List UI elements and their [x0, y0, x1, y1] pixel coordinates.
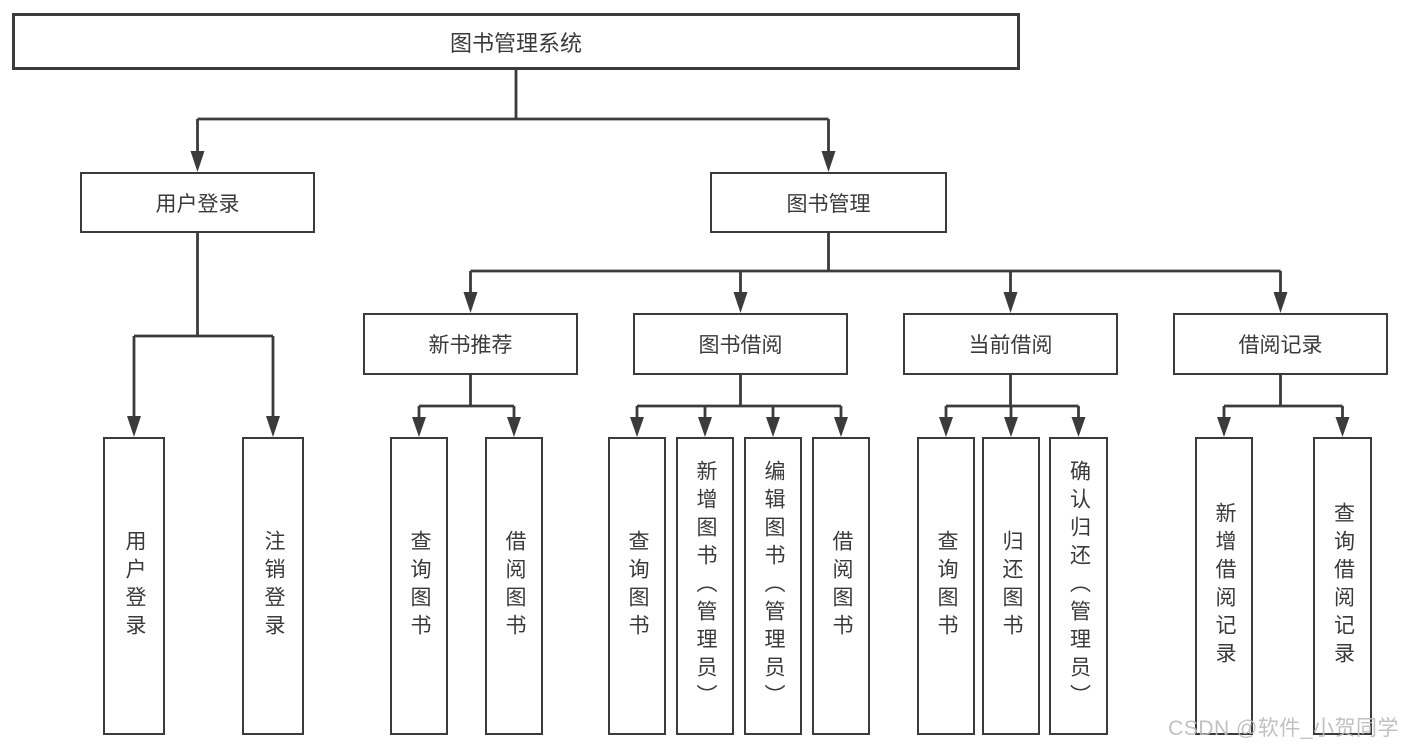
leaf-edit-book-admin-label: 编辑图书（管理员）	[762, 460, 786, 712]
leaf-query-books-recommend: 查询图书	[390, 437, 448, 735]
leaf-confirm-return-admin-label: 确认归还（管理员）	[1067, 460, 1091, 712]
leaf-query-borrow-record-label: 查询借阅记录	[1331, 502, 1355, 670]
leaf-query-borrow-record: 查询借阅记录	[1313, 437, 1372, 735]
node-borrowing-records-label: 借阅记录	[1238, 334, 1323, 357]
leaf-edit-book-admin: 编辑图书（管理员）	[744, 437, 802, 735]
node-new-book-recommendation-label: 新书推荐	[428, 334, 513, 357]
connector-borrow-records-to-leaves	[1217, 375, 1350, 437]
leaf-user-login-label: 用户登录	[123, 530, 147, 642]
connector-current-borrow-to-leaves	[939, 375, 1086, 437]
leaf-logout: 注销登录	[242, 437, 304, 735]
leaf-query-books-borrow-label: 查询图书	[626, 530, 650, 642]
leaf-query-books-current: 查询图书	[917, 437, 975, 735]
leaf-query-books-current-label: 查询图书	[935, 530, 959, 642]
leaf-borrow-books-borrow-label: 借阅图书	[830, 530, 854, 642]
leaf-add-book-admin-label: 新增图书（管理员）	[694, 460, 718, 712]
connector-new-book-to-leaves	[412, 375, 521, 437]
leaf-borrow-books-recommend: 借阅图书	[485, 437, 543, 735]
connector-root-to-level2	[190, 70, 836, 172]
node-borrowing-records: 借阅记录	[1173, 313, 1388, 375]
leaf-return-books: 归还图书	[982, 437, 1040, 735]
leaf-user-login: 用户登录	[103, 437, 165, 735]
node-library-management-system-label: 图书管理系统	[449, 30, 582, 56]
node-current-borrowing-label: 当前借阅	[968, 334, 1053, 357]
watermark: CSDN @软件_小贺同学	[1168, 717, 1399, 740]
node-book-borrowing-label: 图书借阅	[698, 334, 783, 357]
node-user-login-label: 用户登录	[155, 192, 240, 216]
node-library-management-system: 图书管理系统	[12, 13, 1020, 70]
leaf-add-borrow-record: 新增借阅记录	[1195, 437, 1253, 735]
leaf-confirm-return-admin: 确认归还（管理员）	[1049, 437, 1108, 735]
leaf-return-books-label: 归还图书	[1000, 530, 1024, 642]
leaf-borrow-books-recommend-label: 借阅图书	[503, 530, 527, 642]
leaf-borrow-books-borrow: 借阅图书	[812, 437, 870, 735]
node-current-borrowing: 当前借阅	[903, 313, 1118, 375]
connector-book-borrow-to-leaves	[630, 375, 848, 437]
leaf-add-borrow-record-label: 新增借阅记录	[1213, 502, 1237, 670]
leaf-logout-label: 注销登录	[262, 530, 286, 642]
node-user-login: 用户登录	[80, 172, 315, 233]
connector-user-login-to-leaves	[127, 233, 280, 437]
leaf-query-books-borrow: 查询图书	[608, 437, 666, 735]
node-book-management: 图书管理	[710, 172, 947, 233]
connector-book-management-to-level3	[463, 233, 1288, 313]
node-new-book-recommendation: 新书推荐	[363, 313, 578, 375]
leaf-add-book-admin: 新增图书（管理员）	[676, 437, 734, 735]
node-book-borrowing: 图书借阅	[633, 313, 848, 375]
leaf-query-books-recommend-label: 查询图书	[408, 530, 432, 642]
node-book-management-label: 图书管理	[786, 192, 871, 216]
